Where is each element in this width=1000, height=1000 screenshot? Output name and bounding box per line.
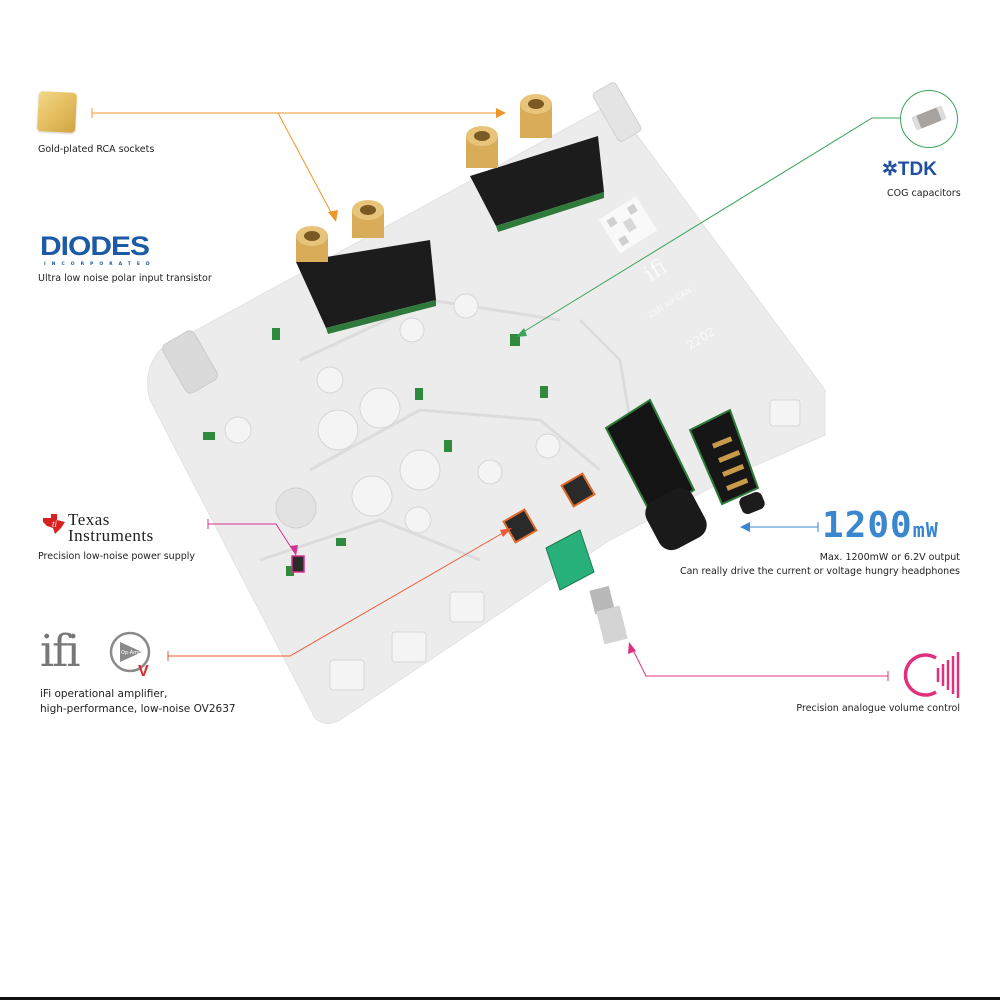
inductor xyxy=(275,487,317,529)
arrow-rca-right xyxy=(496,108,506,118)
leader-tdk xyxy=(519,117,900,335)
capacitor-icon xyxy=(900,90,958,148)
dc-power-jack xyxy=(162,330,218,394)
opamp-caption-line1: iFi operational amplifier, xyxy=(40,688,168,700)
gold-plate-icon xyxy=(36,91,78,133)
rca-socket-pair-left xyxy=(296,200,436,334)
tdk-caption: COG capacitors xyxy=(887,188,961,199)
diodes-logo-sub: INCORPORATED xyxy=(44,262,156,267)
leader-volume xyxy=(631,647,888,677)
arrow-tdk xyxy=(516,328,527,337)
output-power-value: 1200mW xyxy=(822,505,939,546)
headphone-jack-4-4mm xyxy=(688,408,765,515)
leader-lines xyxy=(91,108,900,681)
smd-components xyxy=(203,328,548,576)
volume-potentiometer xyxy=(545,529,628,645)
leader-ti xyxy=(208,523,295,553)
opamp-caption-line2: high-performance, low-noise OV2637 xyxy=(40,703,236,715)
leader-rca xyxy=(92,112,500,219)
arrow-volume xyxy=(628,642,636,654)
bottom-connectors xyxy=(329,591,485,691)
rca-socket-pair-right xyxy=(466,94,604,232)
ti-state-icon: ti xyxy=(43,514,65,534)
bottom-divider xyxy=(0,997,1000,1000)
tdk-logo: ✲TDK xyxy=(882,159,937,180)
ti-regulator xyxy=(291,555,305,573)
qr-code xyxy=(598,196,658,254)
opamp-icon: Op-Amp V xyxy=(109,631,151,680)
volume-knob-icon xyxy=(903,652,960,698)
output-caption-line1: Max. 1200mW or 6.2V output xyxy=(819,552,960,563)
side-connector xyxy=(769,399,801,427)
arrow-output xyxy=(740,522,750,532)
arrow-ti xyxy=(290,545,298,556)
tdk-emblem-icon: ✲ xyxy=(882,159,898,180)
arrow-rca-left xyxy=(328,210,338,222)
rca-caption: Gold-plated RCA sockets xyxy=(38,144,155,155)
svg-text:V: V xyxy=(138,663,149,680)
leader-opamp xyxy=(168,529,509,657)
ti-caption: Precision low-noise power supply xyxy=(38,551,196,562)
headphone-jack-6-35mm xyxy=(604,398,707,551)
volume-caption: Precision analogue volume control xyxy=(796,703,960,714)
diodes-logo: DIODES xyxy=(40,231,150,262)
diodes-caption: Ultra low noise polar input transistor xyxy=(38,273,212,284)
arrow-opamp xyxy=(500,528,512,537)
ti-logo-text: Texas Instruments xyxy=(68,510,154,545)
electrolytic-capacitors xyxy=(224,293,561,534)
opamp-chips xyxy=(502,472,596,544)
ifi-logo: ifi xyxy=(40,626,80,677)
svg-text:ti: ti xyxy=(52,519,58,529)
usb-connector xyxy=(592,82,642,142)
svg-text:Op-Amp: Op-Amp xyxy=(121,650,141,656)
output-caption-line2: Can really drive the current or voltage … xyxy=(679,566,960,577)
